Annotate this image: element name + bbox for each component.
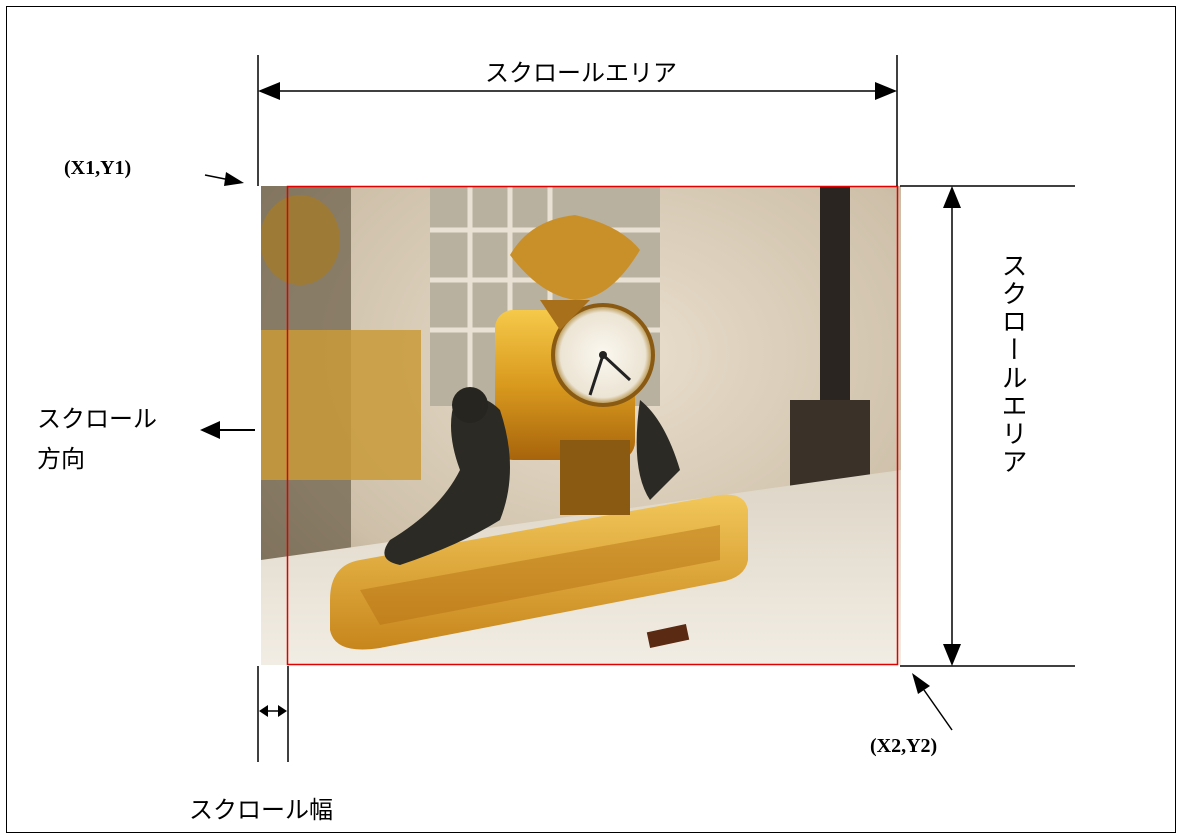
scroll-direction-line2: 方向 (37, 446, 85, 473)
arrowhead-down (943, 644, 961, 666)
vertical-dimension (900, 185, 1075, 667)
horizontal-dimension (257, 55, 898, 186)
diagram-frame (6, 6, 1176, 833)
width-arrow-right (278, 705, 287, 717)
top-left-coord-label: (X1,Y1) (64, 157, 132, 179)
top-left-pointer (204, 172, 244, 186)
arrowhead-up (943, 186, 961, 208)
width-arrow-left (259, 705, 268, 717)
scroll-direction-line1: スクロール (37, 406, 157, 433)
scroll-direction-label: スクロール 方向 (37, 400, 157, 480)
bottom-right-coord-label: (X2,Y2) (870, 735, 938, 757)
scroll-area-horizontal-label: スクロールエリア (485, 60, 677, 87)
arrowhead-right (875, 82, 897, 100)
scroll-width-label: スクロール幅 (189, 797, 333, 824)
scroll-direction-arrow (200, 421, 255, 439)
arrowhead-left (258, 82, 280, 100)
scroll-area-vertical-label: スクロールエリア (998, 252, 1028, 476)
bottom-right-pointer (912, 673, 953, 731)
scroll-rect (286, 185, 899, 666)
clock-photo (261, 186, 901, 665)
scroll-width-dimension (257, 666, 289, 762)
